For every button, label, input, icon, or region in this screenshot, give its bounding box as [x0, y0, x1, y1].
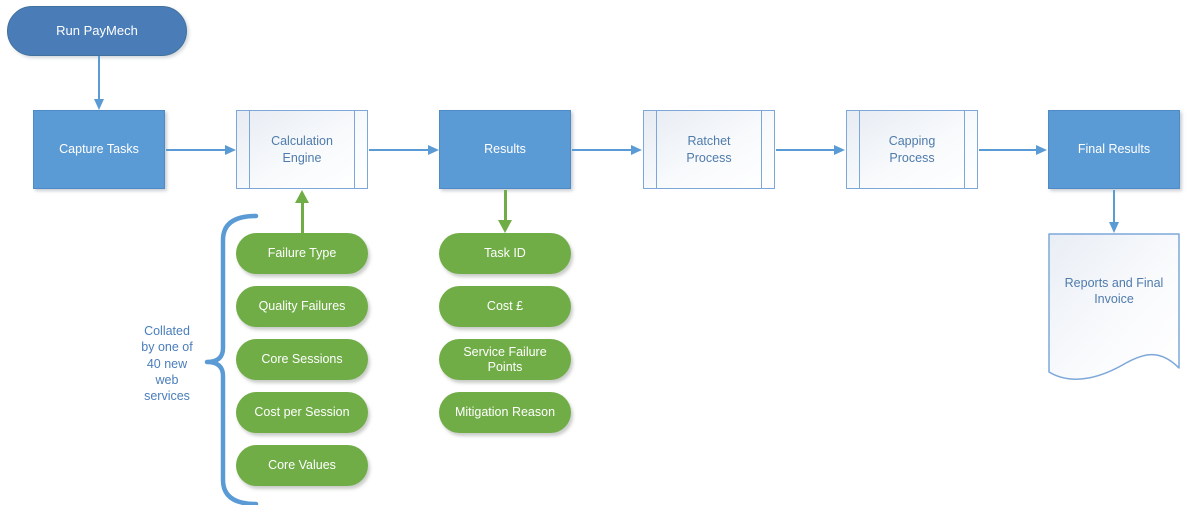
document-shape-outline	[1048, 233, 1180, 380]
input-pill-label: Failure Type	[267, 246, 337, 260]
output-pill-task-id[interactable]: Task ID	[439, 233, 571, 274]
process-results-label: Results	[484, 142, 526, 157]
annotation-line: 40 new	[146, 356, 188, 371]
subprocess-capping-process-label: Capping Process	[888, 134, 936, 165]
input-pill-cost-per-session[interactable]: Cost per Session	[236, 392, 368, 433]
output-pill-mitigation-reason[interactable]: Mitigation Reason	[439, 392, 571, 433]
input-pill-core-values[interactable]: Core Values	[236, 445, 368, 486]
subprocess-right-bar	[354, 111, 355, 188]
input-pill-quality-failures[interactable]: Quality Failures	[236, 286, 368, 327]
connector-start-to-capture-tasks	[94, 56, 104, 110]
input-pill-core-sessions[interactable]: Core Sessions	[236, 339, 368, 380]
connector-capture-tasks-to-calculation-engine	[166, 145, 236, 155]
document-reports-and-final-invoice[interactable]: Reports and Final Invoice	[1048, 233, 1180, 393]
annotation-line: web	[155, 372, 179, 387]
subprocess-calculation-engine-label: Calculation Engine	[271, 134, 333, 165]
process-final-results[interactable]: Final Results	[1048, 110, 1180, 189]
start-node-label: Run PayMech	[56, 22, 138, 38]
subprocess-left-bar	[249, 111, 250, 188]
connector-results-to-ratchet-process	[572, 145, 642, 155]
subprocess-calculation-engine[interactable]: Calculation Engine	[236, 110, 368, 189]
subprocess-ratchet-process-label: Ratchet Process	[686, 134, 732, 165]
connector-ratchet-to-capping-process	[776, 145, 845, 155]
annotation-line: services	[144, 389, 190, 403]
connector-final-results-to-document	[1109, 190, 1119, 233]
output-pill-cost[interactable]: Cost £	[439, 286, 571, 327]
input-pill-failure-type[interactable]: Failure Type	[236, 233, 368, 274]
annotation-collated-by-web-services: Collated by one of 40 new web services	[132, 323, 202, 404]
annotation-line: by one of	[141, 340, 193, 355]
subprocess-right-bar	[761, 111, 762, 188]
process-capture-tasks[interactable]: Capture Tasks	[33, 110, 165, 189]
start-node-run-paymech[interactable]: Run PayMech	[7, 6, 187, 56]
connector-results-to-outputs	[498, 190, 512, 233]
curly-brace	[204, 213, 259, 505]
annotation-line: Collated	[144, 324, 190, 338]
subprocess-capping-process[interactable]: Capping Process	[846, 110, 978, 189]
output-pill-label: Service Failure Points	[463, 344, 547, 374]
subprocess-left-bar	[859, 111, 860, 188]
input-pill-label: Core Sessions	[261, 352, 343, 366]
connector-inputs-to-calculation-engine	[295, 190, 309, 233]
document-label: Reports and Final Invoice	[1064, 276, 1164, 307]
output-pill-service-failure-points[interactable]: Service Failure Points	[439, 339, 571, 380]
output-pill-label: Mitigation Reason	[454, 405, 556, 419]
process-capture-tasks-label: Capture Tasks	[59, 142, 139, 157]
document-label-wrap: Reports and Final Invoice	[1048, 275, 1180, 308]
process-results[interactable]: Results	[439, 110, 571, 189]
subprocess-right-bar	[964, 111, 965, 188]
input-pill-label: Core Values	[268, 458, 336, 472]
input-pill-label: Cost per Session	[254, 405, 350, 419]
output-pill-label: Task ID	[484, 246, 526, 260]
output-pill-label: Cost £	[486, 299, 524, 313]
connector-calculation-engine-to-results	[369, 145, 439, 155]
process-final-results-label: Final Results	[1077, 142, 1151, 157]
subprocess-left-bar	[656, 111, 657, 188]
input-pill-label: Quality Failures	[258, 299, 346, 313]
connector-capping-to-final-results	[979, 145, 1047, 155]
subprocess-ratchet-process[interactable]: Ratchet Process	[643, 110, 775, 189]
